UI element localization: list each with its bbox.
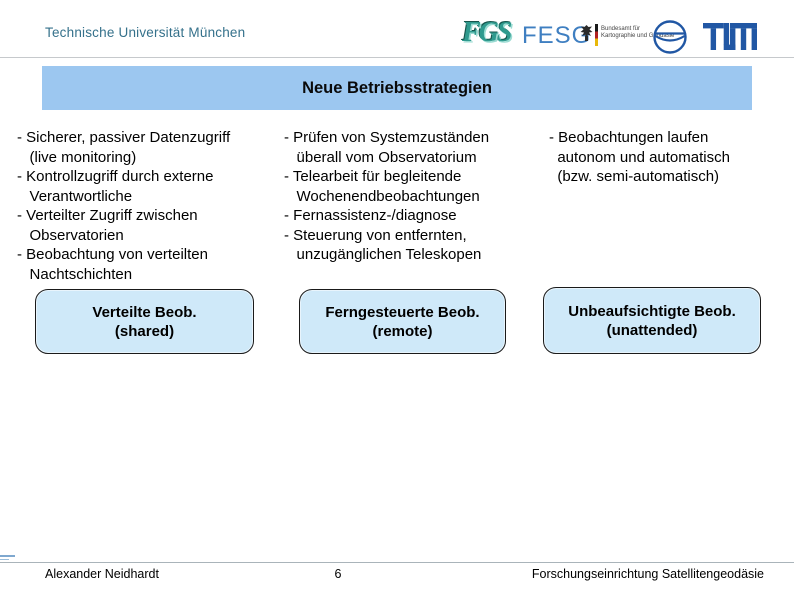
tum-logo-icon	[702, 23, 758, 55]
footer-institute: Forschungseinrichtung Satellitengeodäsie	[531, 567, 764, 581]
bkg-label-line2: Kartographie und Geodäsie	[601, 33, 675, 39]
left-edge-accent-2	[0, 559, 9, 560]
header-divider	[0, 57, 794, 58]
footer-divider	[0, 562, 794, 563]
column-unattended-bullets: - Beobachtungen laufen autonom und autom…	[549, 129, 730, 185]
slide-title-bar: Neue Betriebsstrategien	[42, 66, 752, 110]
column-remote-bullets: - Prüfen von Systemzuständen überall vom…	[284, 129, 490, 263]
fesg-logo: FESG	[522, 22, 592, 49]
box-unattended-title: Unbeaufsichtigte Beob.	[568, 302, 736, 320]
eagle-icon	[580, 24, 593, 42]
column-shared-bullets: - Sicherer, passiver Datenzugriff (live …	[17, 129, 231, 283]
fgs-logo: FGS	[462, 17, 512, 48]
box-shared-title: Verteilte Beob.	[92, 303, 197, 321]
box-remote-title: Ferngesteuerte Beob.	[325, 303, 480, 321]
bkg-label: Bundesamt für Kartographie und Geodäsie	[601, 24, 674, 40]
box-unattended-subtitle: (unattended)	[606, 321, 698, 339]
box-shared-subtitle: (shared)	[114, 322, 175, 340]
bkg-label-line1: Bundesamt für	[601, 26, 641, 32]
box-remote: Ferngesteuerte Beob. (remote)	[299, 289, 506, 354]
box-unattended: Unbeaufsichtigte Beob. (unattended)	[543, 287, 761, 354]
globe-icon	[652, 19, 688, 60]
footer-author: Alexander Neidhardt	[45, 567, 159, 581]
footer-page-number: 6	[334, 567, 342, 581]
bkg-logo: Bundesamt für Kartographie und Geodäsie	[580, 24, 674, 46]
box-remote-subtitle: (remote)	[372, 322, 433, 340]
logo-strip: FGS FESG Bundesamt für Kartographie und …	[440, 0, 794, 57]
german-flag-stripe-icon	[595, 24, 598, 46]
university-header: Technische Universität München	[45, 25, 246, 40]
left-edge-accent	[0, 555, 15, 557]
slide-title: Neue Betriebsstrategien	[302, 78, 492, 97]
box-shared: Verteilte Beob. (shared)	[35, 289, 254, 354]
